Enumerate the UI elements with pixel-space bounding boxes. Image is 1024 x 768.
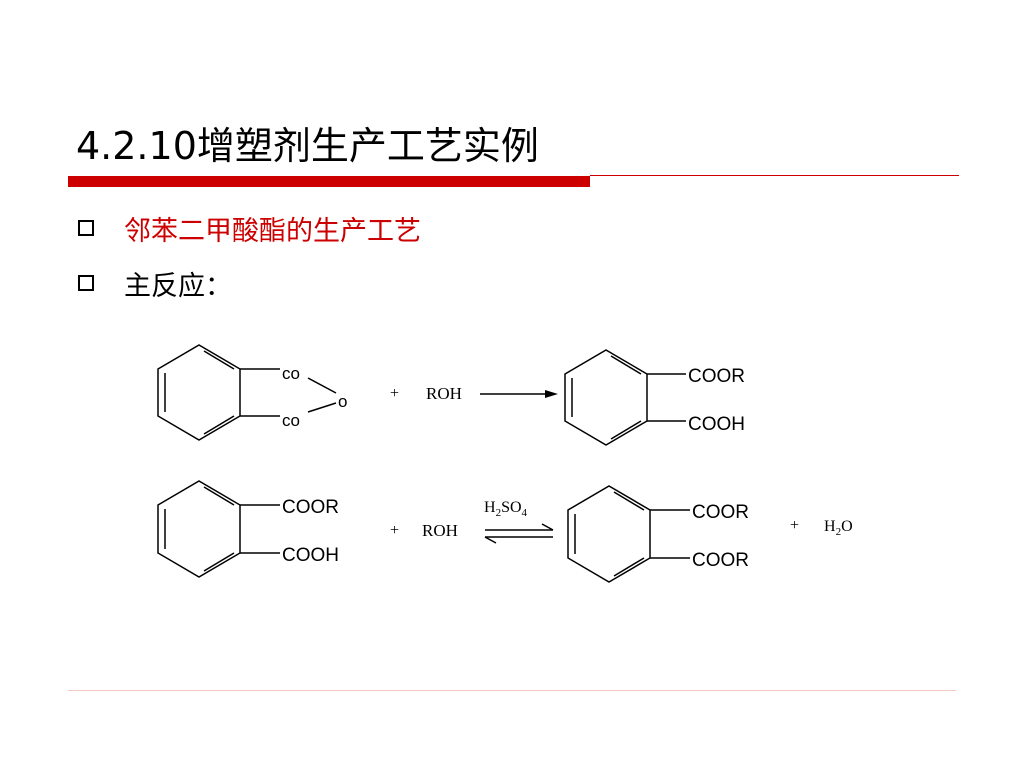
benzene-ring-diester — [567, 485, 651, 583]
footer-divider — [68, 690, 956, 691]
plus-sign-2: + — [390, 522, 399, 539]
anhydride-bridge-o: o — [338, 392, 347, 411]
product1-cooh: COOH — [688, 414, 745, 435]
monoester-cooh: COOH — [282, 545, 339, 566]
bullet-item-main-reaction: 主反应： — [78, 266, 232, 302]
diester-coor-top: COOR — [692, 502, 749, 523]
reagent-roh-1: ROH — [426, 384, 462, 403]
anhydride-co-top: co — [282, 364, 300, 383]
diester-coor-bottom: COOR — [692, 550, 749, 571]
bullet-item-phthalate-process: 邻苯二甲酸酯的生产工艺 — [78, 211, 421, 247]
reaction-arrow-1-head — [545, 390, 558, 398]
square-bullet-icon — [78, 220, 94, 236]
bullet-text: 邻苯二甲酸酯的生产工艺 — [124, 215, 421, 247]
product1-coor: COOR — [688, 366, 745, 387]
anhydride-co-bottom: co — [282, 411, 300, 430]
title-underline-thin — [590, 175, 959, 176]
plus-sign-3: + — [790, 517, 799, 534]
plus-sign-1: + — [390, 385, 399, 402]
benzene-ring-anhydride — [157, 344, 241, 441]
benzene-ring-monoester — [157, 480, 241, 578]
monoester-coor: COOR — [282, 497, 339, 518]
square-bullet-icon — [78, 275, 94, 291]
reagent-roh-2: ROH — [422, 521, 458, 540]
slide-title: 4.2.10增塑剂生产工艺实例 — [76, 124, 539, 168]
anhydride-ring-bond-top — [307, 377, 337, 394]
benzene-ring-product-1 — [564, 349, 648, 446]
anhydride-ring-bond-bottom — [307, 402, 337, 413]
bullet-text: 主反应： — [124, 270, 232, 302]
byproduct-water: H2O — [824, 518, 853, 538]
title-underline-thick — [68, 176, 590, 187]
catalyst-h2so4: H2SO4 — [484, 499, 528, 519]
